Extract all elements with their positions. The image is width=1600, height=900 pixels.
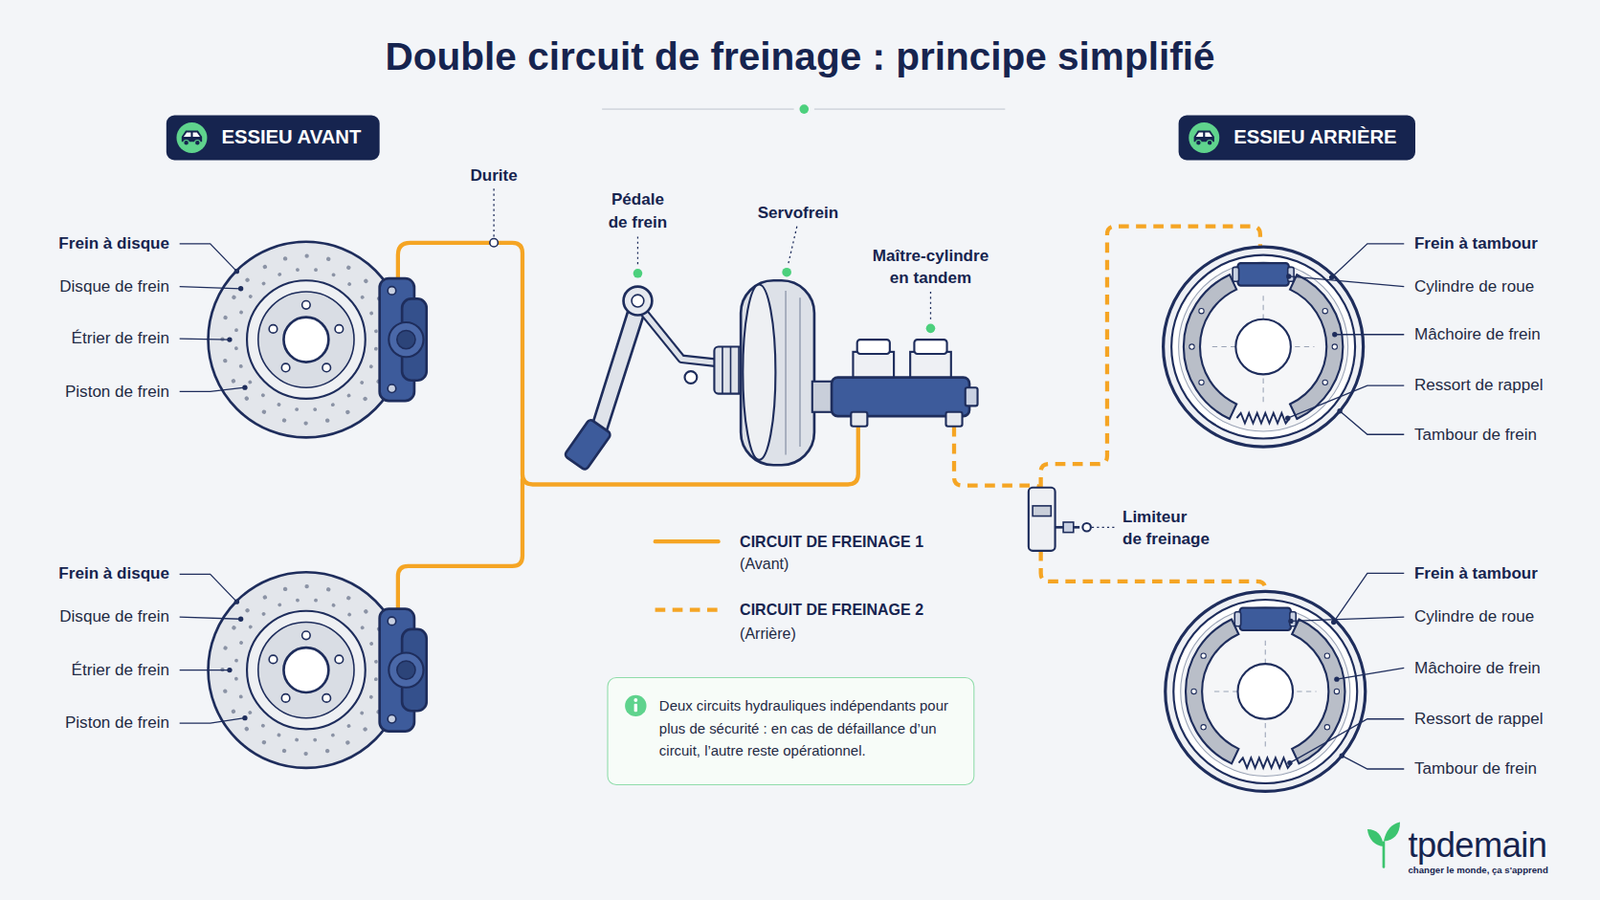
part-label: Piston de frein <box>65 711 170 734</box>
legend-item: CIRCUIT DE FREINAGE 1 <box>652 532 924 553</box>
part-label: Tambour de frein <box>1414 423 1537 446</box>
node-text: ESSIEU ARRIÈRE <box>1233 114 1397 160</box>
legend-subtext: (Arrière) <box>739 622 797 645</box>
part-label: Servofrein <box>757 201 839 224</box>
part-label: Durite <box>469 164 517 187</box>
part-label: Disque de frein <box>59 605 170 628</box>
part-label: Cylindre de roue <box>1414 275 1534 298</box>
disc-brake <box>208 242 427 439</box>
legend-swatch <box>652 600 720 621</box>
diagram-title: Double circuit de freinage : principe si… <box>385 30 1216 82</box>
legend-text: CIRCUIT DE FREINAGE 2 <box>739 600 924 621</box>
brake-pedal <box>563 287 719 471</box>
brand-slogan: changer le monde, ça s'apprend <box>1408 864 1549 877</box>
part-label: Disque de frein <box>59 275 170 298</box>
part-heading: Frein à tambour <box>1414 562 1538 585</box>
part-label: Tambour de frein <box>1414 757 1537 780</box>
part-label: Étrier de frein <box>71 327 170 350</box>
part-label: Étrier de frein <box>71 659 170 682</box>
legend-text: CIRCUIT DE FREINAGE 1 <box>739 532 924 553</box>
part-label: Ressort de rappel <box>1414 708 1544 731</box>
part-heading: Frein à tambour <box>1414 232 1538 255</box>
part-label: Pédale de frein <box>590 188 685 234</box>
drum-brake <box>1163 246 1364 447</box>
part-label: Maître-cylindre en tandem <box>854 244 1008 290</box>
title-divider <box>601 104 1005 114</box>
part-label: Mâchoire de frein <box>1414 657 1541 680</box>
car-icon <box>1187 121 1221 155</box>
part-label: Ressort de rappel <box>1414 374 1544 397</box>
brake-lines <box>398 226 1266 610</box>
brand-logo: tpdemain <box>1408 825 1548 866</box>
part-label: Piston de frein <box>65 380 170 403</box>
part-label: Cylindre de roue <box>1414 605 1534 628</box>
axle-badge: ESSIEU ARRIÈRE <box>1178 114 1416 160</box>
disc-brake <box>208 572 427 769</box>
axle-badge: ESSIEU AVANT <box>166 114 380 160</box>
part-label: Limiteur de freinage <box>1122 506 1237 552</box>
legend-item: CIRCUIT DE FREINAGE 2 <box>652 600 924 621</box>
brake-limiter <box>1028 488 1091 552</box>
node-text: ESSIEU AVANT <box>221 114 361 160</box>
part-label: Mâchoire de frein <box>1414 323 1541 346</box>
info-note: Deux circuits hydrauliques indépendants … <box>606 677 975 786</box>
part-heading: Frein à disque <box>58 562 170 585</box>
drum-brake <box>1165 591 1366 792</box>
legend-swatch <box>652 532 720 553</box>
master-cylinder <box>831 339 978 427</box>
info-icon <box>623 693 649 719</box>
node-text: Deux circuits hydrauliques indépendants … <box>659 694 960 762</box>
car-icon <box>175 121 208 155</box>
brake-booster <box>713 280 833 466</box>
legend-subtext: (Avant) <box>739 553 789 576</box>
part-heading: Frein à disque <box>58 232 170 255</box>
logo-leaf <box>1367 822 1400 867</box>
